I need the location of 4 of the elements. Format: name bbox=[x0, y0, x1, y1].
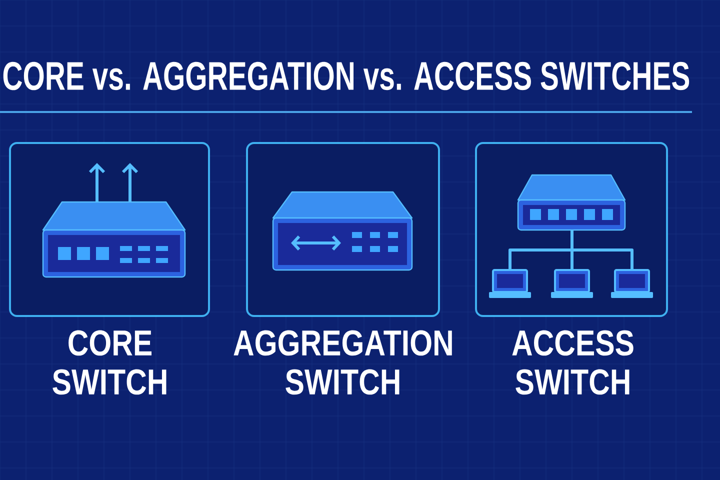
switch-label: AGGREGATION SWITCH bbox=[234, 330, 452, 395]
title: CORE vs. AGGREGATION vs. ACCESS SWITCHES bbox=[3, 62, 690, 90]
switch-label: CORE SWITCH bbox=[52, 330, 166, 395]
switch-label: ACCESS SWITCH bbox=[512, 330, 634, 395]
